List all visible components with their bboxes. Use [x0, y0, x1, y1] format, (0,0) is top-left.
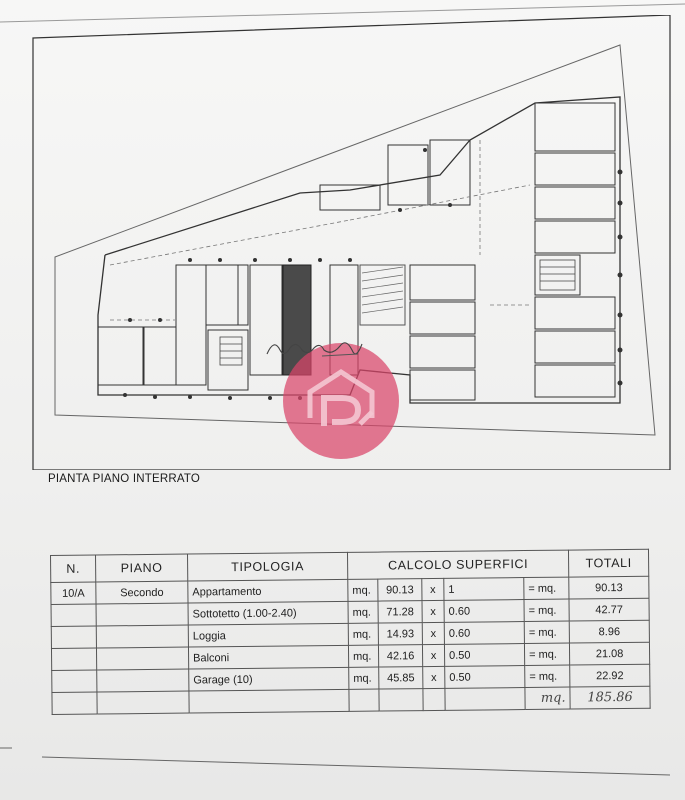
cell-tipologia: Sottotetto (1.00-2.40): [188, 601, 349, 626]
cell-total: 21.08: [569, 642, 650, 666]
cell-times: x: [421, 600, 445, 623]
cell-eq: = mq.: [524, 621, 570, 644]
header-piano: PIANO: [95, 554, 188, 583]
cell-tipologia: Loggia: [188, 623, 349, 648]
grand-total-unit: mq.: [524, 687, 571, 710]
header-n: N.: [50, 555, 96, 583]
cell-total: 90.13: [568, 576, 650, 600]
cell-area: 71.28: [378, 600, 423, 624]
cell-tipologia: Garage (10): [188, 667, 349, 692]
cell-coeff: 1: [443, 577, 524, 601]
watermark-logo: [283, 343, 399, 459]
cell-n: [51, 626, 97, 649]
cell-eq: = mq.: [524, 665, 570, 688]
header-totali: TOTALI: [568, 549, 649, 578]
cell-coeff: 0.60: [443, 599, 525, 623]
cell-n: [51, 670, 97, 693]
cell-coeff: 0.50: [444, 665, 525, 689]
cell-total: 22.92: [569, 664, 650, 688]
cell-unit: mq.: [347, 579, 379, 602]
cell-eq: = mq.: [524, 643, 570, 666]
cell-n: [51, 648, 97, 671]
cell-area: 42.16: [378, 644, 423, 668]
cell-piano: [96, 669, 189, 693]
floor-plan: [30, 15, 676, 470]
cell-piano: Secondo: [95, 581, 189, 605]
cell-piano: [96, 625, 189, 649]
cell-eq: = mq.: [523, 599, 570, 622]
cell-times: x: [422, 666, 445, 689]
cell-n: 10/A: [50, 582, 97, 605]
cell-n: [51, 604, 97, 627]
cell-piano: [96, 603, 189, 627]
cell-tipologia: Balconi: [188, 645, 349, 670]
cell-times: x: [422, 622, 445, 645]
surface-calculation-table: N. PIANO TIPOLOGIA CALCOLO SUPERFICI TOT…: [50, 549, 657, 720]
cell-eq: = mq.: [523, 577, 570, 600]
cell-piano: [96, 647, 189, 671]
cell-coeff: 0.60: [444, 621, 525, 645]
cell-unit: mq.: [348, 645, 379, 668]
floor-plan-drawing: [32, 15, 671, 470]
cell-unit: mq.: [348, 667, 379, 690]
cell-area: 90.13: [377, 578, 422, 602]
cell-unit: mq.: [348, 623, 379, 646]
cell-times: x: [421, 578, 444, 601]
signature-scribble: [266, 342, 363, 357]
header-tipologia: TIPOLOGIA: [187, 552, 348, 582]
cell-unit: mq.: [348, 601, 379, 624]
plan-title: PIANTA PIANO INTERRATO: [48, 473, 201, 485]
cell-area: 45.85: [378, 666, 423, 690]
header-calcolo-superfici: CALCOLO SUPERFICI: [347, 550, 569, 580]
cell-tipologia: Appartamento: [187, 579, 349, 604]
cell-area: 14.93: [378, 622, 423, 646]
cell-times: x: [422, 644, 445, 667]
grand-total-value: 185.86: [569, 686, 651, 710]
cell-coeff: 0.50: [444, 643, 525, 667]
cell-total: 8.96: [569, 620, 650, 644]
cell-total: 42.77: [569, 598, 650, 622]
